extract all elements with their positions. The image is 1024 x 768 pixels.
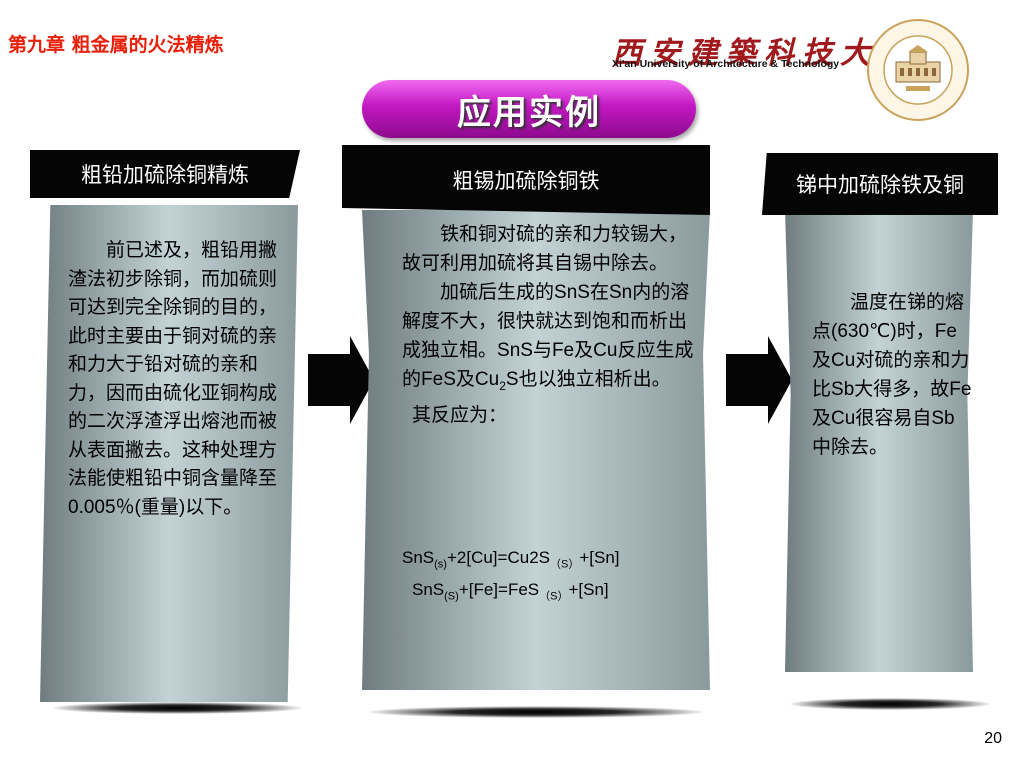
university-seal-icon [867,19,969,121]
panel-shadow [52,702,302,714]
slide-title: 应用实例 [457,92,601,133]
reaction-equation-1: SnS(s)+2[Cu]=Cu2S（S）+[Sn] [402,548,620,571]
chapter-title: 第九章 粗金属的火法精炼 [8,34,224,56]
panel-shadow [790,698,990,710]
reaction-equation-2: SnS(S)+[Fe]=FeS（S）+[Sn] [412,580,609,603]
panel-text: 温度在锑的熔点(630℃)时，Fe及Cu对硫的亲和力比Sb大得多，故Fe及Cu很… [812,291,972,458]
panel-text: 铁和铜对硫的亲和力较锡大，故可利用加硫将其自锡中除去。 加硫后生成的SnS在Sn… [402,220,696,430]
panel-lead-copper-removal [40,205,298,702]
panel-text-body: 前已述及，粗铅用撇渣法初步除铜，而加硫则可达到完全除铜的目的，此时主要由于铜对硫… [68,239,278,489]
panel-text-end: 0.005％(重量)以下。 [68,496,243,518]
arrow-right-icon [308,336,374,424]
panel-header: 粗锡加硫除铜铁 [342,145,710,215]
university-logo-chinese: 西安建築科技大學 [612,36,916,71]
panel-header: 锑中加硫除铁及铜 [762,153,998,215]
page-number: 20 [984,730,1002,747]
panel-text: 前已述及，粗铅用撇渣法初步除铜，而加硫则可达到完全除铜的目的，此时主要由于铜对硫… [68,236,286,522]
slide-title-pill: 应用实例 [362,80,696,138]
panel-antimony-iron-copper-removal [785,210,973,672]
paragraph: 其反应为： [412,403,508,426]
university-logo-english: Xi'an University of Architecture & Techn… [612,58,840,70]
paragraph: 铁和铜对硫的亲和力较锡大，故可利用加硫将其自锡中除去。 [402,223,688,274]
paragraph: 加硫后生成的SnS在Sn内的溶解度不大，很快就达到饱和而析出成独立相。SnS与F… [402,281,694,393]
panel-tin-copper-iron-removal [362,210,710,690]
panel-shadow [368,706,704,718]
arrow-right-icon [726,336,792,424]
panel-header: 粗铅加硫除铜精炼 [30,150,300,198]
